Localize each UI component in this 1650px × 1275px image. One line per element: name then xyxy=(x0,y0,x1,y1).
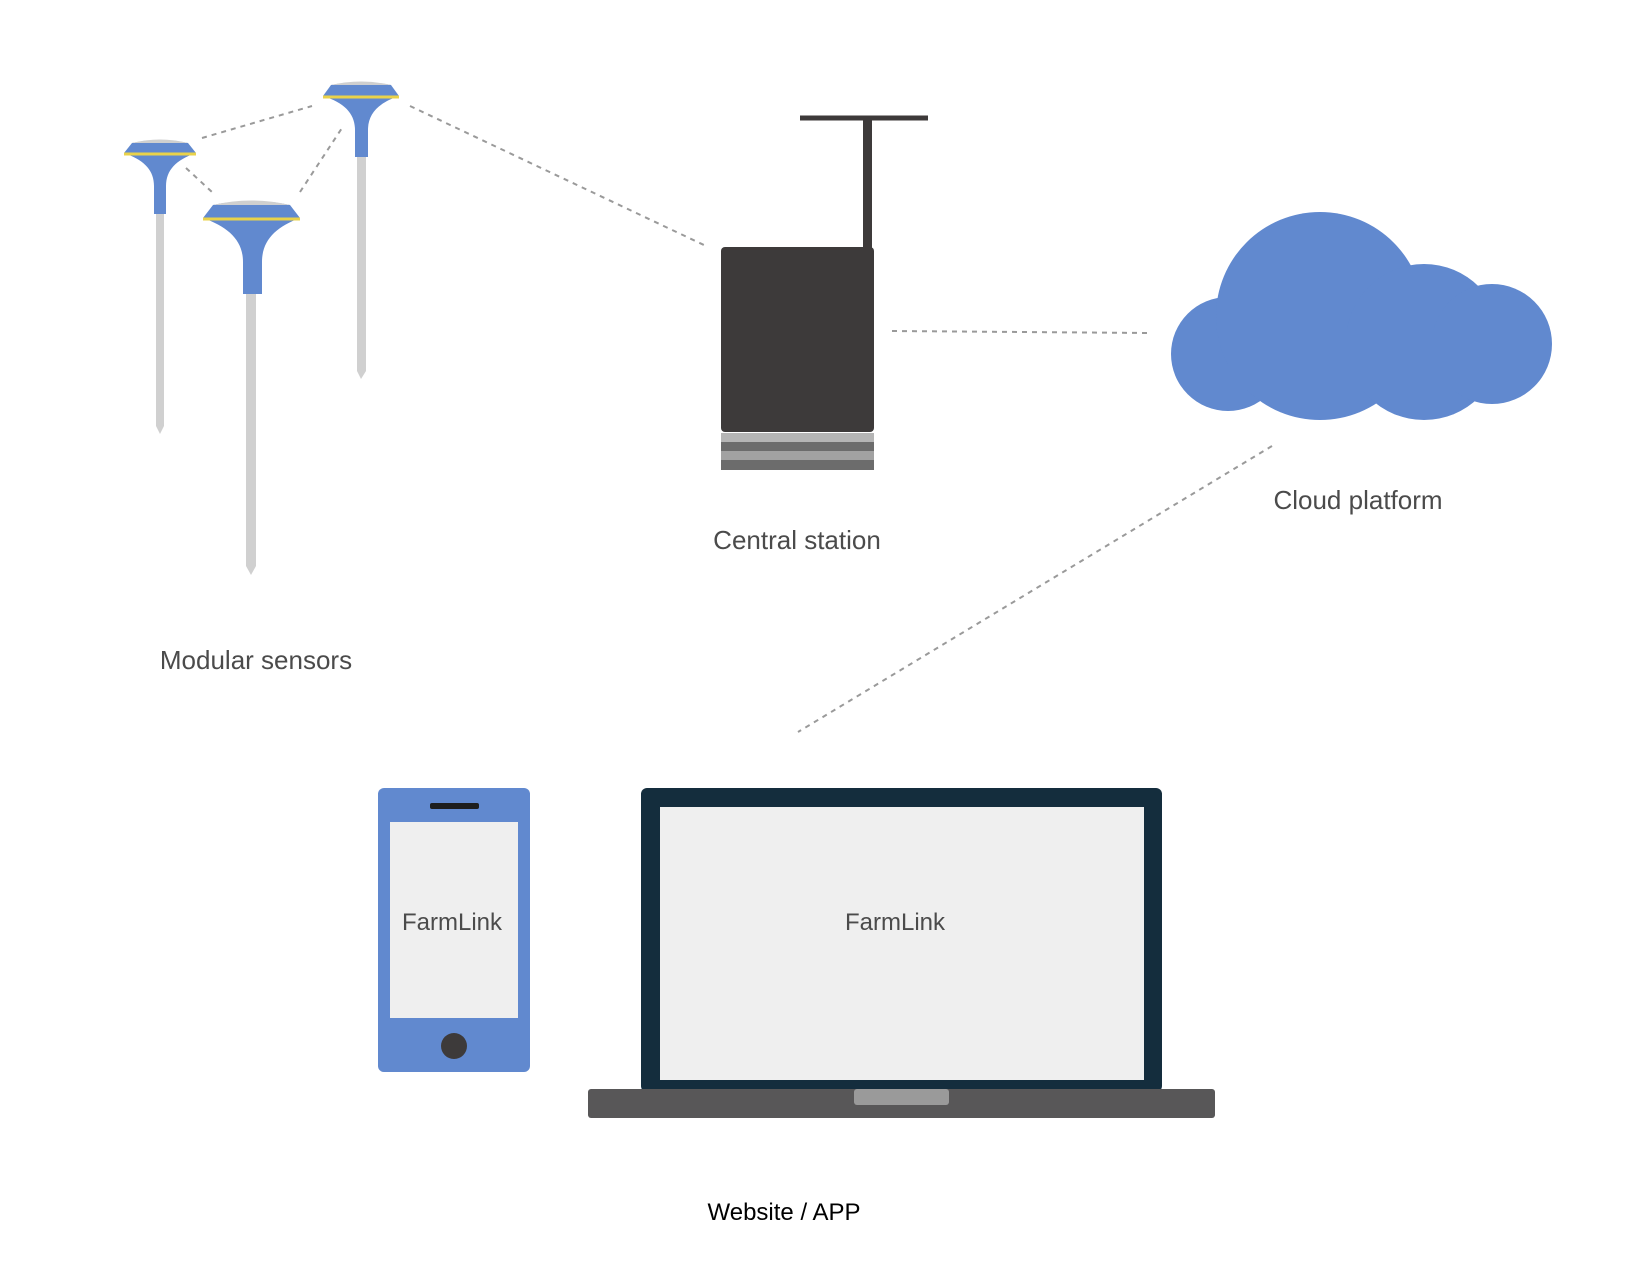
connector-cloud-devices xyxy=(797,445,1273,733)
soil-sensor-icon xyxy=(323,81,399,379)
central-station-label: Central station xyxy=(713,525,881,555)
connector-sensor1-sensor3 xyxy=(185,167,213,193)
connector-station-cloud xyxy=(891,330,1151,334)
connectors xyxy=(185,105,1273,733)
smartphone-icon xyxy=(378,788,530,1072)
sensors-label: Modular sensors xyxy=(159,645,353,675)
central-station-icon xyxy=(721,115,928,470)
soil-sensor-icon xyxy=(203,200,300,575)
connector-sensor3-sensor2 xyxy=(299,127,343,193)
cloud-icon xyxy=(1171,212,1552,420)
cloud-platform-label: Cloud platform xyxy=(1273,485,1443,515)
laptop-app-name: FarmLink xyxy=(844,909,946,936)
connector-sensors-station xyxy=(409,105,707,247)
laptop-icon xyxy=(588,788,1215,1118)
website-app-label: Website / APP xyxy=(707,1199,861,1226)
connector-sensor1-sensor2 xyxy=(201,105,313,139)
phone-app-name: FarmLink xyxy=(401,909,503,936)
soil-sensor-icon xyxy=(124,139,196,434)
